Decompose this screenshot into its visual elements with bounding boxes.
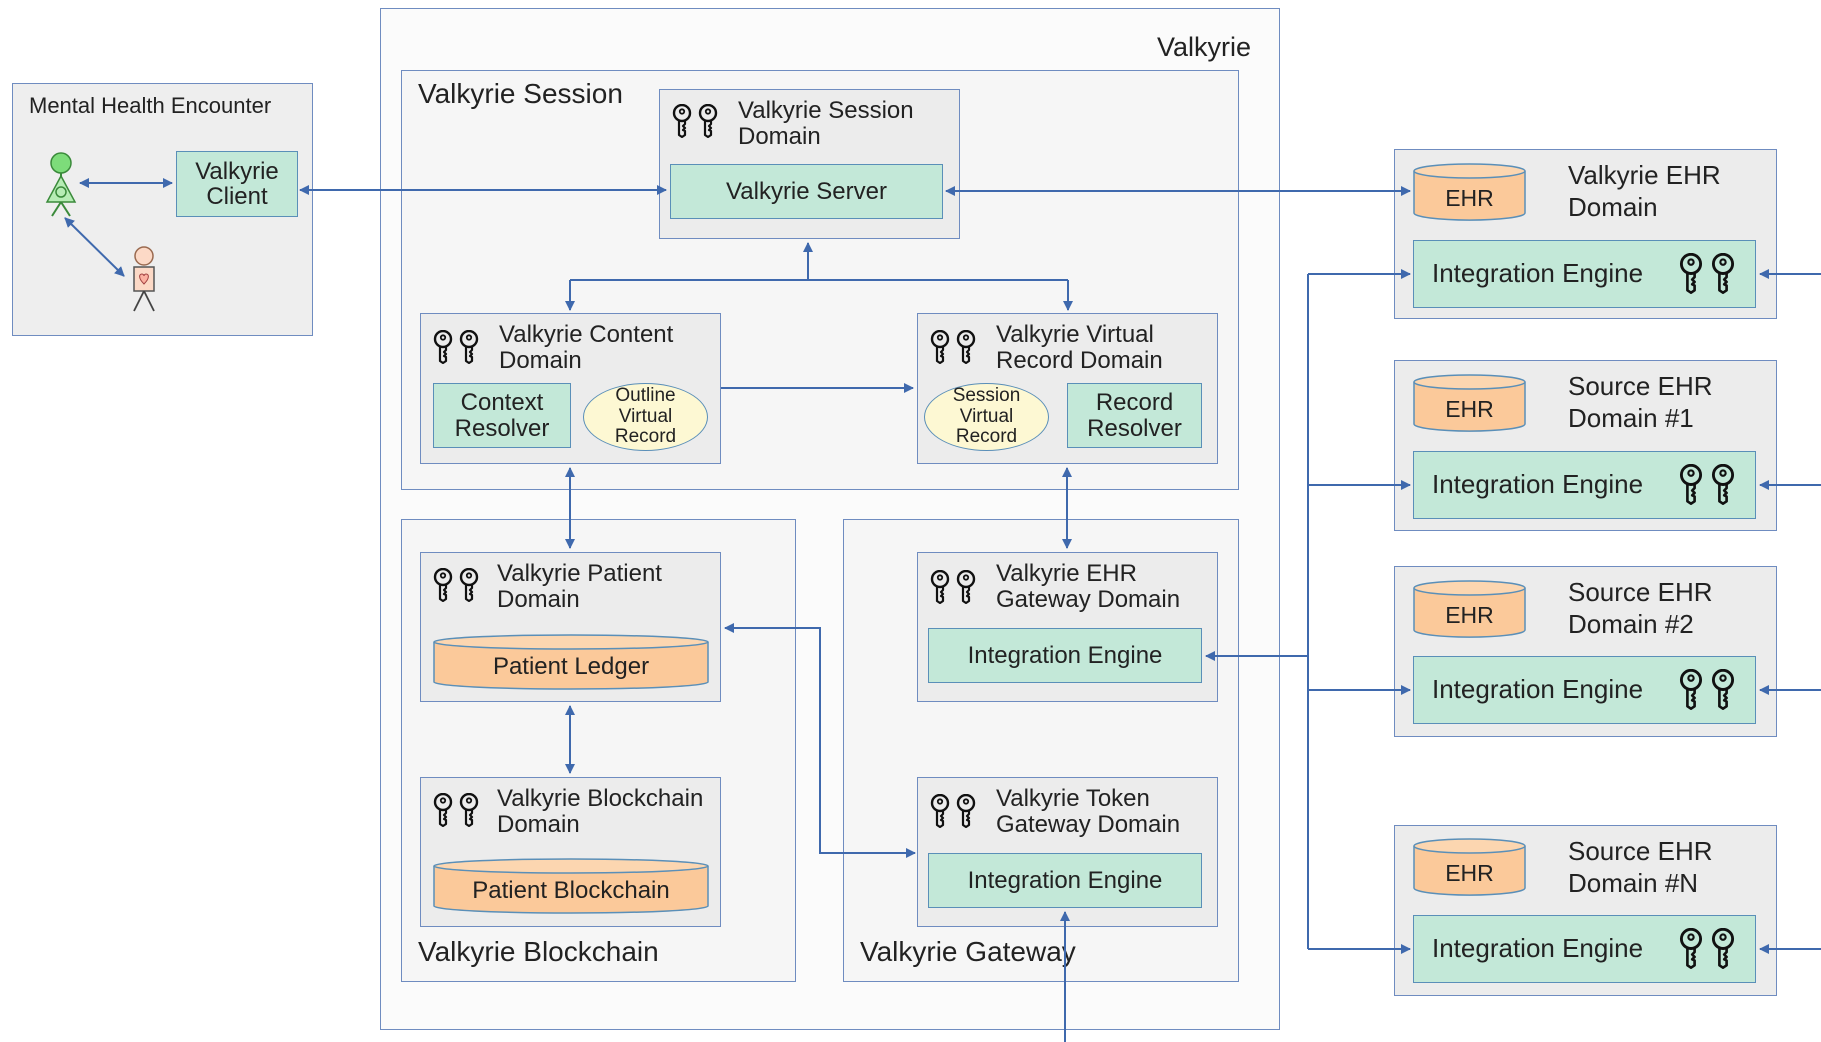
ehr-db-2-cylinder-icon [1413, 580, 1526, 638]
ehr-db-0[interactable]: EHR [1413, 163, 1526, 221]
blockchain-domain-keys-icon [433, 793, 479, 827]
patient-icon [133, 246, 155, 312]
patient-domain-keys-icon [433, 568, 479, 602]
record-resolver-label: Record Resolver [1087, 389, 1182, 442]
ehr-domain-2-keys-icon [1679, 669, 1735, 710]
mhe-title: Mental Health Encounter [29, 93, 272, 118]
session-domain-title: Valkyrie Session Domain [738, 97, 914, 150]
gateway-group-title: Valkyrie Gateway [860, 936, 1076, 967]
content-domain-keys-icon [433, 330, 479, 364]
blockchain-domain-title: Valkyrie Blockchain Domain [497, 785, 704, 838]
patient-ledger-cylinder-icon [433, 634, 709, 690]
virtual-domain-keys-icon [930, 330, 976, 364]
session-virtual-record-label: Session Virtual Record [952, 385, 1021, 448]
ehr-domain-1-title: Source EHR Domain #1 [1568, 371, 1713, 433]
clinician-icon [45, 152, 77, 217]
session-group-title: Valkyrie Session [418, 78, 623, 109]
ehr-domain-0-keys-icon [1679, 253, 1735, 294]
ehr-db-3-label: EHR [1445, 860, 1494, 886]
ehr-gateway-domain-title: Valkyrie EHR Gateway Domain [996, 560, 1181, 613]
token-gateway-keys-icon [930, 794, 976, 828]
valkyrie-server-label: Valkyrie Server [726, 177, 887, 205]
ehr-domain-3-title: Source EHR Domain #N [1568, 836, 1713, 898]
ehr-domain-1-integration-engine[interactable]: Integration Engine [1413, 451, 1756, 519]
patient-blockchain-cylinder-icon [433, 858, 709, 914]
ehr-db-3-cylinder-icon [1413, 838, 1526, 896]
token-gateway-integration-engine[interactable]: Integration Engine [928, 853, 1202, 908]
ehr-domain-3-integration-engine[interactable]: Integration Engine [1413, 915, 1756, 983]
patient-blockchain-label: Patient Blockchain [472, 877, 670, 904]
valkyrie-server[interactable]: Valkyrie Server [670, 164, 943, 219]
patient-ledger[interactable]: Patient Ledger [433, 634, 709, 690]
ehr-gateway-engine-label: Integration Engine [967, 641, 1163, 669]
context-resolver-label: Context Resolver [454, 389, 550, 442]
ehr-db-2-label: EHR [1445, 602, 1494, 628]
token-gateway-engine-label: Integration Engine [967, 866, 1163, 894]
ehr-domain-3-keys-icon [1679, 928, 1735, 969]
ehr-gateway-keys-icon [930, 570, 976, 604]
ehr-db-1[interactable]: EHR [1413, 374, 1526, 432]
ehr-domain-0-title: Valkyrie EHR Domain [1568, 160, 1721, 222]
session-domain-keys-icon [672, 104, 718, 138]
patient-blockchain[interactable]: Patient Blockchain [433, 858, 709, 914]
patient-domain-title: Valkyrie Patient Domain [497, 560, 662, 613]
content-domain-title: Valkyrie Content Domain [499, 321, 674, 374]
ehr-domain-1-engine-label: Integration Engine [1432, 469, 1644, 500]
ehr-domain-2-integration-engine[interactable]: Integration Engine [1413, 656, 1756, 724]
context-resolver[interactable]: Context Resolver [433, 383, 571, 448]
ehr-domain-2-engine-label: Integration Engine [1432, 674, 1644, 705]
ehr-domain-0-engine-label: Integration Engine [1432, 258, 1644, 289]
record-resolver[interactable]: Record Resolver [1067, 383, 1202, 448]
valkyrie-client[interactable]: Valkyrie Client [176, 151, 298, 217]
ehr-db-3[interactable]: EHR [1413, 838, 1526, 896]
ehr-db-1-label: EHR [1445, 396, 1494, 422]
outline-virtual-record-label: Outline Virtual Record [614, 385, 677, 448]
valkyrie-client-label: Valkyrie Client [195, 157, 279, 210]
patient-ledger-label: Patient Ledger [492, 653, 650, 680]
ehr-domain-1-keys-icon [1679, 464, 1735, 505]
ehr-domain-0-integration-engine[interactable]: Integration Engine [1413, 240, 1756, 308]
ehr-domain-2-title: Source EHR Domain #2 [1568, 577, 1713, 639]
outline-virtual-record[interactable]: Outline Virtual Record [583, 383, 708, 451]
ehr-domain-3-engine-label: Integration Engine [1432, 933, 1644, 964]
ehr-db-2[interactable]: EHR [1413, 580, 1526, 638]
ehr-db-1-cylinder-icon [1413, 374, 1526, 432]
session-virtual-record[interactable]: Session Virtual Record [924, 383, 1049, 451]
blockchain-group-title: Valkyrie Blockchain [418, 936, 659, 967]
ehr-db-0-label: EHR [1445, 185, 1494, 211]
ehr-db-0-cylinder-icon [1413, 163, 1526, 221]
valkyrie-title: Valkyrie [1156, 32, 1251, 62]
virtual-domain-title: Valkyrie Virtual Record Domain [996, 321, 1163, 374]
token-gateway-domain-title: Valkyrie Token Gateway Domain [996, 785, 1181, 838]
ehr-gateway-integration-engine[interactable]: Integration Engine [928, 628, 1202, 683]
